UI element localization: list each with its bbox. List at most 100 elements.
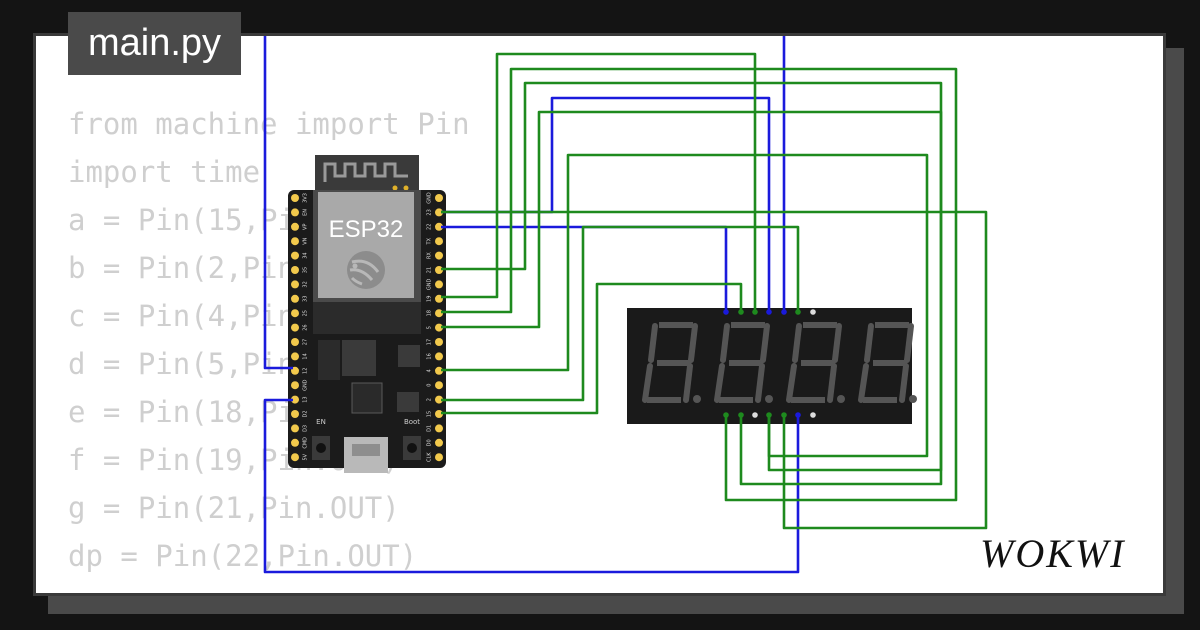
- board-pin[interactable]: [291, 410, 299, 418]
- seven-segment-display[interactable]: [627, 308, 917, 424]
- segment: [801, 360, 835, 366]
- segment: [832, 323, 842, 363]
- pin-label: 19: [427, 296, 433, 302]
- pin-label: 3V3: [303, 193, 309, 203]
- en-label: EN: [316, 418, 326, 426]
- board-pin[interactable]: [291, 237, 299, 246]
- decimal-point: [693, 395, 701, 403]
- wire[interactable]: [441, 153, 929, 458]
- segment: [827, 363, 837, 403]
- board-pin[interactable]: [435, 438, 443, 447]
- board-pin[interactable]: [291, 294, 299, 303]
- boot-label: Boot: [404, 418, 420, 426]
- wire[interactable]: [441, 225, 800, 402]
- segment: [791, 397, 825, 403]
- digit: [714, 322, 773, 403]
- code-line: import time: [68, 155, 261, 189]
- pin-label: EN: [303, 209, 309, 216]
- pin-label: D0: [427, 439, 433, 446]
- board-pin[interactable]: [435, 194, 443, 202]
- board-pin[interactable]: [291, 381, 299, 390]
- segment: [642, 363, 653, 403]
- wire[interactable]: [441, 67, 958, 502]
- board-pin[interactable]: [435, 395, 443, 404]
- segment: [719, 397, 753, 403]
- display-pin[interactable]: [810, 309, 816, 315]
- segment: [647, 397, 681, 403]
- segment: [683, 363, 693, 403]
- wire[interactable]: [441, 96, 771, 312]
- pin-label: 12: [303, 368, 309, 374]
- board-pin[interactable]: [291, 251, 299, 260]
- pin-label: 4: [427, 369, 433, 372]
- wire[interactable]: [263, 36, 293, 370]
- board-pin[interactable]: [435, 237, 443, 246]
- board-pin[interactable]: [435, 424, 443, 433]
- board-pin[interactable]: [435, 381, 443, 390]
- pin-label: 35: [303, 267, 309, 273]
- board-pin[interactable]: [291, 222, 299, 231]
- segment: [657, 360, 691, 366]
- segment: [864, 323, 874, 363]
- segment: [729, 360, 763, 366]
- board-pin[interactable]: [291, 280, 299, 289]
- pin-label: VP: [303, 224, 309, 230]
- wire[interactable]: [263, 398, 800, 574]
- board-pin[interactable]: [291, 266, 299, 274]
- decimal-point: [909, 395, 917, 403]
- display-pin[interactable]: [810, 412, 816, 418]
- pin-label: RX: [427, 252, 433, 259]
- pin-label: 33: [303, 296, 309, 302]
- wire[interactable]: [441, 52, 757, 312]
- board-pin[interactable]: [435, 323, 443, 332]
- wire[interactable]: [441, 282, 743, 415]
- board-pin[interactable]: [291, 352, 299, 361]
- board-pin[interactable]: [291, 323, 299, 332]
- board-pin[interactable]: [291, 438, 299, 447]
- segment: [858, 363, 869, 403]
- board-pin[interactable]: [435, 222, 443, 231]
- chip-label: ESP32: [329, 216, 404, 243]
- pin-label: 13: [303, 396, 309, 402]
- board-pin[interactable]: [435, 251, 443, 260]
- pin-label: 25: [303, 310, 309, 316]
- board-pin[interactable]: [435, 352, 443, 361]
- board-pin[interactable]: [291, 424, 299, 433]
- antenna-area: [315, 155, 419, 193]
- digit: [786, 322, 845, 403]
- antenna-trace: [323, 162, 408, 182]
- usb-chip: [351, 382, 383, 414]
- pin-label: 23: [427, 209, 433, 215]
- board-pin[interactable]: [291, 453, 299, 462]
- board-pin[interactable]: [435, 453, 443, 462]
- wires: [263, 36, 988, 574]
- pin-label: D3: [303, 425, 309, 432]
- display-pin[interactable]: [752, 412, 758, 418]
- wokwi-logo: WOKWI: [980, 531, 1126, 576]
- wire[interactable]: [441, 110, 943, 472]
- board-pin[interactable]: [291, 194, 299, 202]
- board-pin[interactable]: [435, 208, 443, 217]
- segment: [755, 363, 765, 403]
- pin-label: D1: [427, 425, 433, 432]
- pin-label: D2: [303, 410, 309, 417]
- canvas-panel: [33, 33, 1166, 596]
- pin-label: GND: [427, 192, 433, 204]
- segment: [786, 363, 797, 403]
- board-pin[interactable]: [435, 338, 443, 346]
- board-pin[interactable]: [435, 280, 443, 289]
- board-pin[interactable]: [291, 338, 299, 346]
- board-pin[interactable]: [291, 208, 299, 217]
- pin-label: 21: [427, 267, 433, 273]
- pin-label: 0: [427, 384, 433, 387]
- esp32-board[interactable]: ESP32 EN Boot 3V3ENVPVN34353233252627141…: [288, 155, 446, 473]
- pin-label: TX: [427, 237, 433, 245]
- wire[interactable]: [441, 81, 943, 486]
- file-tab[interactable]: main.py: [68, 12, 241, 75]
- board-pin[interactable]: [291, 395, 299, 404]
- board-pin[interactable]: [291, 309, 299, 318]
- wire[interactable]: [441, 210, 988, 530]
- decimal-point: [837, 395, 845, 403]
- module-castellations: [313, 302, 421, 334]
